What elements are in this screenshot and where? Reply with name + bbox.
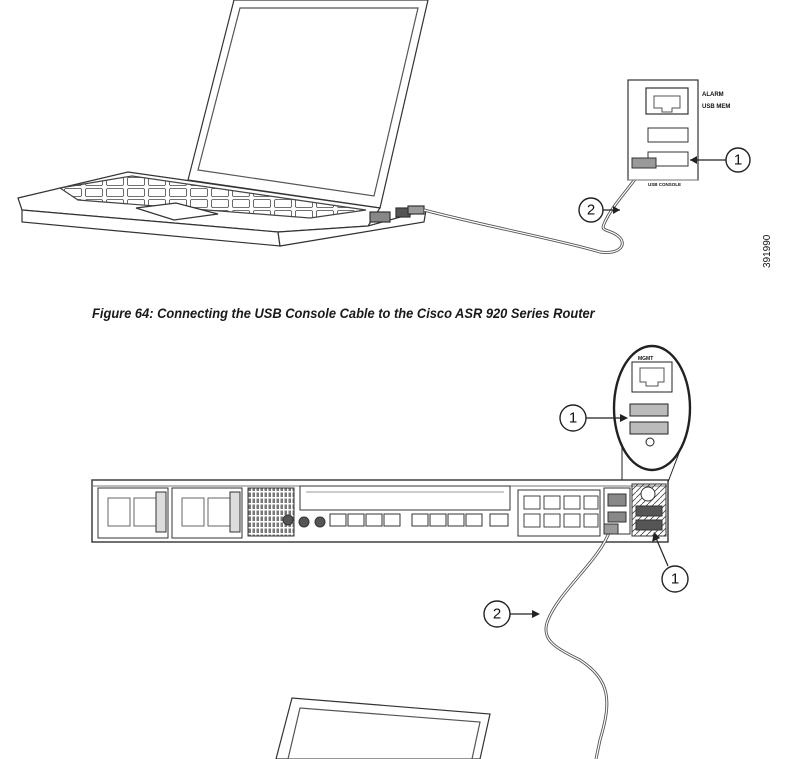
laptop-screen [197, 7, 419, 197]
fan-vent [247, 487, 295, 537]
figure-number: 391990 [762, 234, 773, 268]
callout-1-top-number: 1 [734, 152, 742, 169]
laptop-trackpad [135, 202, 219, 221]
callout-2-top [578, 197, 604, 223]
sfp-ports [329, 513, 509, 527]
callout-1-top [725, 147, 751, 173]
inset-mgmt-label: MGMT [638, 356, 653, 362]
figure-caption: Figure 64: Connecting the USB Console Ca… [92, 305, 595, 321]
callout-1-lower-number: 1 [671, 571, 679, 588]
laptop-keyboard [58, 175, 367, 219]
callout-1-lower [661, 565, 689, 593]
usb-mem-port [647, 127, 689, 143]
port-inset [612, 344, 692, 483]
laptop-bottom [275, 697, 491, 759]
callout-2-bottom [483, 600, 511, 628]
router-chassis [91, 479, 669, 543]
callout-2-bottom-number: 2 [493, 606, 501, 623]
power-supply-1 [97, 487, 169, 539]
power-supply-2 [171, 487, 243, 539]
laptop-port [369, 211, 391, 223]
alarm-label: ALARM [702, 92, 724, 98]
router-port-panel [627, 79, 699, 181]
callout-1-upper-number: 1 [569, 410, 577, 427]
laptop-side [277, 209, 427, 247]
usb-console-label: USB CONSOLE [648, 182, 681, 187]
usb-plug-laptop [407, 205, 425, 215]
usb-cable-bottom [544, 523, 619, 759]
interface-module [299, 485, 511, 511]
laptop-top [17, 0, 429, 247]
usb-cable-top [423, 171, 642, 254]
usb-plug-router [631, 157, 657, 169]
inset-usb-port-1 [629, 403, 669, 417]
callout-1-upper [559, 404, 587, 432]
inset-usb-port-2 [629, 421, 669, 435]
callout-2-top-number: 2 [587, 202, 595, 219]
usb-mem-label: USB MEM [702, 104, 730, 110]
